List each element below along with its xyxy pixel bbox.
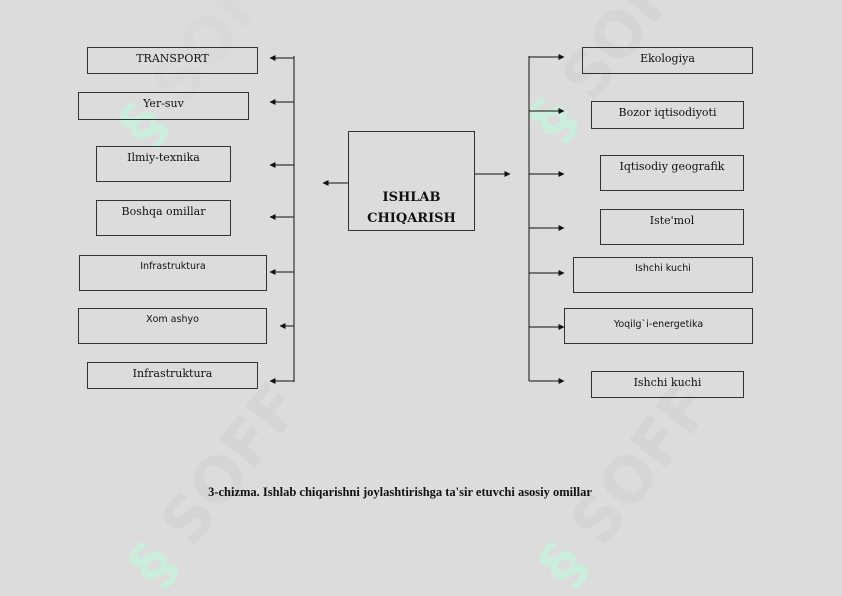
right-factor-label: Ishchi kuchi [633,376,702,389]
center-title-line2: CHIQARISH [367,211,456,226]
left-factor-box: Infrastruktura [87,362,258,389]
right-factor-box: Yoqilg`i-energetika [564,308,753,344]
left-factor-label: Ilmiy-texnika [127,151,200,164]
right-factor-label: Ekologiya [640,52,695,65]
right-factor-label: Ishchi kuchi [635,263,691,274]
left-factor-box: Yer-suv [78,92,249,120]
left-factor-label: Yer-suv [143,97,184,110]
left-factor-label: Xom ashyo [146,314,199,325]
right-factor-box: Ishchi kuchi [573,257,753,293]
left-factor-box: Infrastruktura [79,255,267,291]
right-factor-box: Ekologiya [582,47,753,74]
right-factor-box: Bozor iqtisodiyoti [591,101,744,129]
left-factor-label: Infrastruktura [140,261,206,272]
right-factor-label: Bozor iqtisodiyoti [618,106,717,119]
left-factor-label: Boshqa omillar [121,205,206,218]
left-factor-box: TRANSPORT [87,47,258,74]
left-factor-box: Boshqa omillar [96,200,231,236]
right-factor-label: Yoqilg`i-energetika [613,319,704,330]
left-factor-box: Ilmiy-texnika [96,146,231,182]
left-factor-box: Xom ashyo [78,308,267,344]
right-factor-box: Iqtisodiy geografik [600,155,744,191]
right-factor-box: Iste'mol [600,209,744,245]
left-factor-label: Infrastruktura [132,367,213,380]
center-title-line1: ISHLAB [382,190,441,205]
left-factor-label: TRANSPORT [136,52,209,65]
right-factor-label: Iqtisodiy geografik [619,160,725,173]
figure-caption: 3-chizma. Ishlab chiqarishni joylashtiri… [208,485,592,499]
center-box: ISHLAB CHIQARISH [348,131,475,231]
right-factor-box: Ishchi kuchi [591,371,744,398]
right-factor-label: Iste'mol [649,214,695,227]
